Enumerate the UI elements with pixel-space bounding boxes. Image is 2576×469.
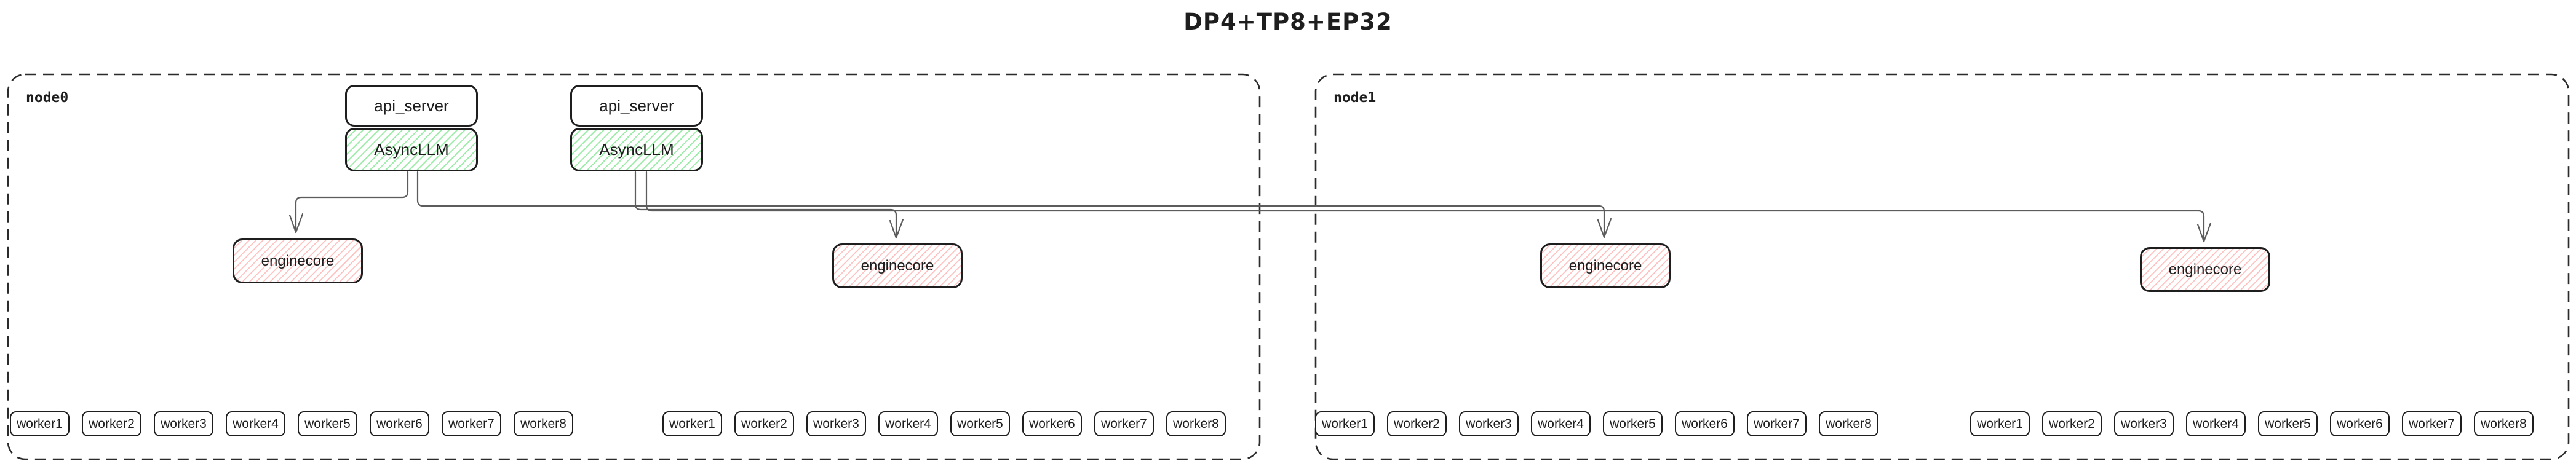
api-server-1-box: api_server — [345, 85, 478, 127]
worker-box: worker7 — [1094, 411, 1154, 436]
worker-box: worker2 — [82, 411, 141, 436]
worker-box: worker2 — [2042, 411, 2102, 436]
worker-box: worker5 — [1603, 411, 1663, 436]
asyncllm-1-box: AsyncLLM — [345, 128, 478, 171]
enginecore-1-box: enginecore — [233, 238, 363, 283]
worker-box: worker6 — [1022, 411, 1082, 436]
worker-group-node0-right: worker1 worker2 worker3 worker4 worker5 … — [662, 411, 1226, 436]
worker-box: worker3 — [1459, 411, 1519, 436]
worker-box: worker2 — [1387, 411, 1447, 436]
worker-box: worker6 — [370, 411, 429, 436]
worker-box: worker8 — [514, 411, 573, 436]
worker-box: worker1 — [10, 411, 70, 436]
node0-label: node0 — [26, 90, 69, 106]
worker-box: worker3 — [806, 411, 866, 436]
worker-box: worker2 — [734, 411, 794, 436]
asyncllm-2-box: AsyncLLM — [570, 128, 703, 171]
enginecore-3-box: enginecore — [1540, 243, 1671, 288]
worker-box: worker8 — [1166, 411, 1226, 436]
node1-label: node1 — [1334, 90, 1377, 106]
worker-box: worker4 — [878, 411, 938, 436]
worker-box: worker6 — [1675, 411, 1735, 436]
api-server-2-box: api_server — [570, 85, 703, 127]
worker-box: worker8 — [2474, 411, 2534, 436]
worker-box: worker7 — [442, 411, 501, 436]
worker-box: worker3 — [154, 411, 213, 436]
worker-box: worker5 — [950, 411, 1010, 436]
worker-group-node1-right: worker1 worker2 worker3 worker4 worker5 … — [1970, 411, 2534, 436]
worker-box: worker5 — [298, 411, 357, 436]
worker-box: worker4 — [226, 411, 285, 436]
worker-box: worker5 — [2258, 411, 2318, 436]
worker-box: worker3 — [2114, 411, 2174, 436]
worker-box: worker7 — [2402, 411, 2462, 436]
worker-group-node0-left: worker1 worker2 worker3 worker4 worker5 … — [10, 411, 573, 436]
worker-box: worker7 — [1747, 411, 1807, 436]
node1-container: node1 enginecore enginecore worker1 work… — [1315, 74, 2569, 460]
worker-box: worker8 — [1819, 411, 1878, 436]
worker-group-node1-left: worker1 worker2 worker3 worker4 worker5 … — [1315, 411, 1878, 436]
enginecore-2-box: enginecore — [832, 243, 963, 288]
worker-box: worker6 — [2330, 411, 2390, 436]
worker-box: worker1 — [1970, 411, 2030, 436]
diagram-title: DP4+TP8+EP32 — [1183, 9, 1393, 35]
node0-container: node0 api_server AsyncLLM api_server Asy… — [7, 74, 1260, 460]
worker-box: worker4 — [2186, 411, 2246, 436]
worker-box: worker4 — [1531, 411, 1591, 436]
worker-box: worker1 — [1315, 411, 1375, 436]
enginecore-4-box: enginecore — [2140, 247, 2270, 292]
worker-box: worker1 — [662, 411, 722, 436]
